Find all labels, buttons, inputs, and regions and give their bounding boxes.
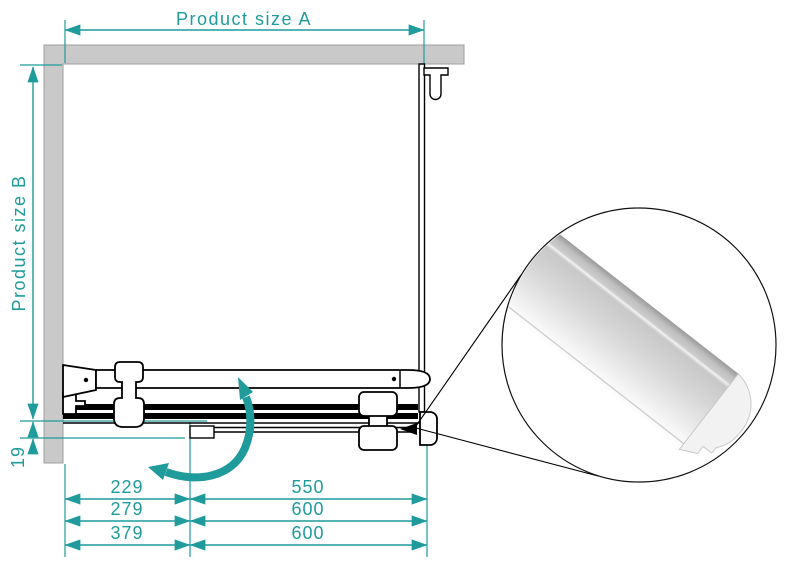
dim-550: 550: [291, 477, 324, 497]
detail-callout: [400, 207, 777, 483]
pivot-hinge: [113, 361, 145, 428]
leader-arrowhead: [400, 423, 417, 435]
bottom-door-assembly: [62, 361, 438, 451]
wall-top-and-left: [43, 44, 465, 464]
dim-279: 279: [110, 499, 143, 519]
door-knob: [358, 391, 398, 451]
wall-bracket-top: [423, 67, 449, 101]
rail-screw-dot: [391, 376, 397, 382]
corner-profile: [419, 411, 438, 446]
wall-profile-bracket: [62, 392, 86, 415]
stabiliser-rail: [95, 369, 431, 389]
dim-379: 379: [110, 523, 143, 543]
dim-600a: 600: [291, 499, 324, 519]
mount-screw-dot: [83, 377, 89, 383]
dimension-chain-bottom: 229 550 279 600 379 600: [64, 422, 428, 557]
dim-a-label: Product size A: [176, 9, 312, 29]
dim-229: 229: [110, 477, 143, 497]
profile-end-face: [678, 372, 752, 455]
track-band-upper: [63, 404, 418, 410]
dimension-product-size-b: Product size B: [9, 64, 62, 420]
dim-19-label: 19: [8, 446, 28, 468]
track-band-lower: [63, 413, 418, 419]
fixed-glass-panel: [418, 63, 449, 413]
dimension-offset-19: 19: [8, 420, 207, 468]
door-edge-block: [189, 425, 215, 439]
dim-b-label: Product size B: [9, 174, 29, 311]
dim-600b: 600: [291, 523, 324, 543]
rail-wall-mount: [62, 363, 97, 399]
dimension-product-size-a: Product size A: [64, 9, 425, 67]
door-swing-arrow: [148, 377, 255, 482]
profile-3d-detail: [503, 209, 752, 455]
